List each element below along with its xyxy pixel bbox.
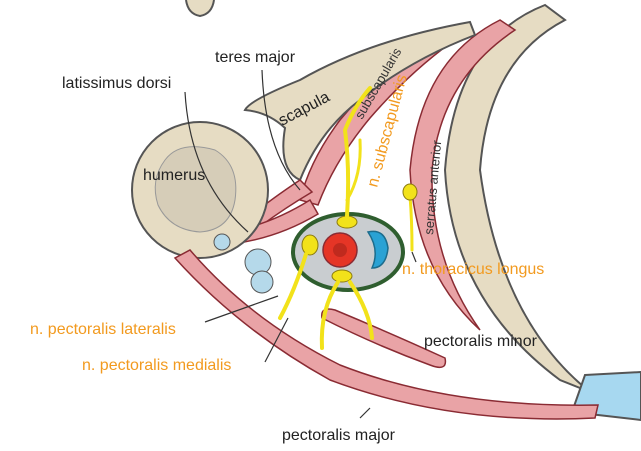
label-n-thoracicus-longus: n. thoracicus longus bbox=[402, 261, 544, 278]
nerve-cord-medial bbox=[332, 270, 352, 282]
label-latissimus-dorsi: latissimus dorsi bbox=[62, 75, 171, 92]
label-n-pectoralis-lateralis: n. pectoralis lateralis bbox=[30, 321, 176, 338]
axillary-artery-lumen bbox=[333, 243, 347, 257]
leader-pectoralis-major bbox=[360, 408, 370, 418]
lymph-node-1 bbox=[214, 234, 230, 250]
label-pectoralis-minor: pectoralis minor bbox=[424, 333, 538, 350]
n-pectoralis-lateralis-nerve bbox=[280, 254, 306, 318]
lymph-node-2 bbox=[245, 249, 271, 275]
label-humerus: humerus bbox=[143, 167, 205, 184]
lymph-node-3 bbox=[251, 271, 273, 293]
label-pectoralis-major: pectoralis major bbox=[282, 427, 396, 444]
n-thoracicus-longus-node bbox=[403, 184, 417, 200]
label-n-pectoralis-medialis: n. pectoralis medialis bbox=[82, 357, 231, 374]
top-edge-shape bbox=[186, 0, 214, 16]
label-teres-major: teres major bbox=[215, 49, 296, 66]
nerve-cord-lateral bbox=[302, 235, 318, 255]
n-thoracicus-longus-nerve bbox=[410, 196, 412, 250]
